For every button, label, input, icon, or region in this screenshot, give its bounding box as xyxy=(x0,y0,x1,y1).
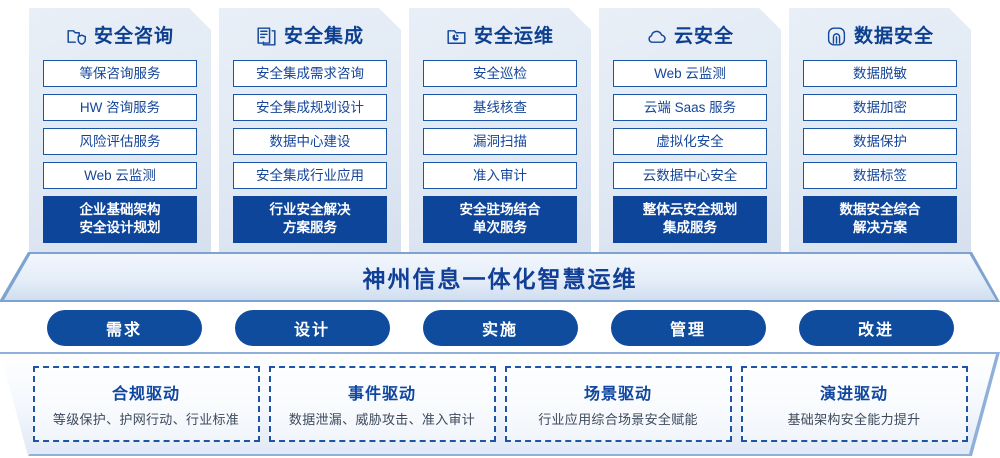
document-copy-icon xyxy=(256,26,277,47)
lifecycle-phases-row: 需求 设计 实施 管理 改进 xyxy=(0,310,1000,346)
panel-header: 安全运维 xyxy=(409,8,591,60)
service-item[interactable]: 等保咨询服务 xyxy=(43,60,197,87)
summary-line-2: 安全设计规划 xyxy=(79,220,161,235)
service-panels-row: 安全咨询 等保咨询服务 HW 咨询服务 风险评估服务 Web 云监测 企业基础架… xyxy=(0,8,1000,253)
banner-title: 神州信息一体化智慧运维 xyxy=(362,266,638,292)
summary-line-1: 数据安全综合 xyxy=(839,202,921,217)
panel-title: 安全集成 xyxy=(283,25,364,47)
panel-header: 安全咨询 xyxy=(29,8,211,60)
service-panel-cloud-security[interactable]: 云安全 Web 云监测 云端 Saas 服务 虚拟化安全 云数据中心安全 整体云… xyxy=(599,8,781,253)
panel-header: 安全集成 xyxy=(219,8,401,60)
phase-pill-improvement[interactable]: 改进 xyxy=(798,310,954,346)
service-item[interactable]: 风险评估服务 xyxy=(43,128,197,155)
service-item[interactable]: Web 云监测 xyxy=(613,60,767,87)
panel-summary[interactable]: 安全驻场结合 单次服务 xyxy=(423,196,577,243)
service-item[interactable]: 数据加密 xyxy=(803,94,957,121)
summary-line-1: 整体云安全规划 xyxy=(642,202,738,217)
drivers-section: 合规驱动 等级保护、护网行动、行业标准 事件驱动 数据泄漏、威胁攻击、准入审计 … xyxy=(0,352,1000,456)
summary-line-2: 方案服务 xyxy=(283,220,337,235)
service-panel-security-operations[interactable]: 安全运维 安全巡检 基线核查 漏洞扫描 准入审计 安全驻场结合 单次服务 xyxy=(409,8,591,253)
panel-summary[interactable]: 企业基础架构 安全设计规划 xyxy=(43,196,197,243)
service-item[interactable]: 云端 Saas 服务 xyxy=(613,94,767,121)
service-panel-data-security[interactable]: 数据安全 数据脱敏 数据加密 数据保护 数据标签 数据安全综合 解决方案 xyxy=(789,8,971,253)
service-item[interactable]: Web 云监测 xyxy=(43,162,197,189)
driver-title: 场景驱动 xyxy=(583,386,652,403)
summary-line-1: 企业基础架构 xyxy=(79,202,161,217)
panel-summary[interactable]: 整体云安全规划 集成服务 xyxy=(613,196,767,243)
cloud-icon xyxy=(646,26,667,47)
driver-title: 演进驱动 xyxy=(819,386,888,403)
folder-shield-icon xyxy=(66,26,87,47)
drivers-row: 合规驱动 等级保护、护网行动、行业标准 事件驱动 数据泄漏、威胁攻击、准入审计 … xyxy=(0,352,1000,456)
driver-title: 事件驱动 xyxy=(347,386,416,403)
service-panel-security-integration[interactable]: 安全集成 安全集成需求咨询 安全集成规划设计 数据中心建设 安全集成行业应用 行… xyxy=(219,8,401,253)
panel-items: 等保咨询服务 HW 咨询服务 风险评估服务 Web 云监测 xyxy=(29,60,211,189)
service-item[interactable]: 基线核查 xyxy=(423,94,577,121)
drivers-background xyxy=(0,352,1000,456)
service-item[interactable]: 安全集成需求咨询 xyxy=(233,60,387,87)
panel-title: 安全运维 xyxy=(473,25,554,47)
driver-description: 行业应用综合场景安全赋能 xyxy=(538,412,698,427)
driver-card-scenario[interactable]: 场景驱动 行业应用综合场景安全赋能 xyxy=(504,366,732,442)
service-item[interactable]: 漏洞扫描 xyxy=(423,128,577,155)
service-item[interactable]: 数据标签 xyxy=(803,162,957,189)
fingerprint-icon xyxy=(826,26,847,47)
panel-title: 云安全 xyxy=(673,25,734,47)
panel-title: 安全咨询 xyxy=(93,25,174,47)
panel-items: 安全集成需求咨询 安全集成规划设计 数据中心建设 安全集成行业应用 xyxy=(219,60,401,189)
service-item[interactable]: 云数据中心安全 xyxy=(613,162,767,189)
panel-summary[interactable]: 数据安全综合 解决方案 xyxy=(803,196,957,243)
service-item[interactable]: 安全巡检 xyxy=(423,60,577,87)
service-item[interactable]: 准入审计 xyxy=(423,162,577,189)
summary-line-1: 行业安全解决 xyxy=(269,202,351,217)
folder-chart-icon xyxy=(446,26,467,47)
service-item[interactable]: 安全集成规划设计 xyxy=(233,94,387,121)
service-item[interactable]: 安全集成行业应用 xyxy=(233,162,387,189)
summary-line-2: 集成服务 xyxy=(663,220,717,235)
phase-pill-management[interactable]: 管理 xyxy=(610,310,766,346)
panel-items: 数据脱敏 数据加密 数据保护 数据标签 xyxy=(789,60,971,189)
summary-line-1: 安全驻场结合 xyxy=(459,202,541,217)
service-item[interactable]: 数据保护 xyxy=(803,128,957,155)
panel-items: 安全巡检 基线核查 漏洞扫描 准入审计 xyxy=(409,60,591,189)
service-panel-security-consulting[interactable]: 安全咨询 等保咨询服务 HW 咨询服务 风险评估服务 Web 云监测 企业基础架… xyxy=(29,8,211,253)
phase-pill-implementation[interactable]: 实施 xyxy=(422,310,578,346)
phase-pill-design[interactable]: 设计 xyxy=(234,310,390,346)
driver-card-incident[interactable]: 事件驱动 数据泄漏、威胁攻击、准入审计 xyxy=(268,366,496,442)
service-item[interactable]: HW 咨询服务 xyxy=(43,94,197,121)
summary-line-2: 解决方案 xyxy=(853,220,907,235)
service-item[interactable]: 数据脱敏 xyxy=(803,60,957,87)
summary-line-2: 单次服务 xyxy=(473,220,527,235)
panel-summary[interactable]: 行业安全解决 方案服务 xyxy=(233,196,387,243)
driver-description: 基础架构安全能力提升 xyxy=(787,412,921,427)
service-item[interactable]: 数据中心建设 xyxy=(233,128,387,155)
panel-items: Web 云监测 云端 Saas 服务 虚拟化安全 云数据中心安全 xyxy=(599,60,781,189)
platform-banner: 神州信息一体化智慧运维 xyxy=(0,252,1000,302)
banner-shape xyxy=(0,252,1000,302)
panel-header: 数据安全 xyxy=(789,8,971,60)
driver-title: 合规驱动 xyxy=(111,386,180,403)
driver-card-compliance[interactable]: 合规驱动 等级保护、护网行动、行业标准 xyxy=(32,366,260,442)
phase-pill-requirements[interactable]: 需求 xyxy=(46,310,202,346)
panel-title: 数据安全 xyxy=(853,25,934,47)
driver-description: 数据泄漏、威胁攻击、准入审计 xyxy=(288,412,476,427)
panel-header: 云安全 xyxy=(599,8,781,60)
driver-description: 等级保护、护网行动、行业标准 xyxy=(52,412,240,427)
service-item[interactable]: 虚拟化安全 xyxy=(613,128,767,155)
driver-card-evolution[interactable]: 演进驱动 基础架构安全能力提升 xyxy=(740,366,968,442)
